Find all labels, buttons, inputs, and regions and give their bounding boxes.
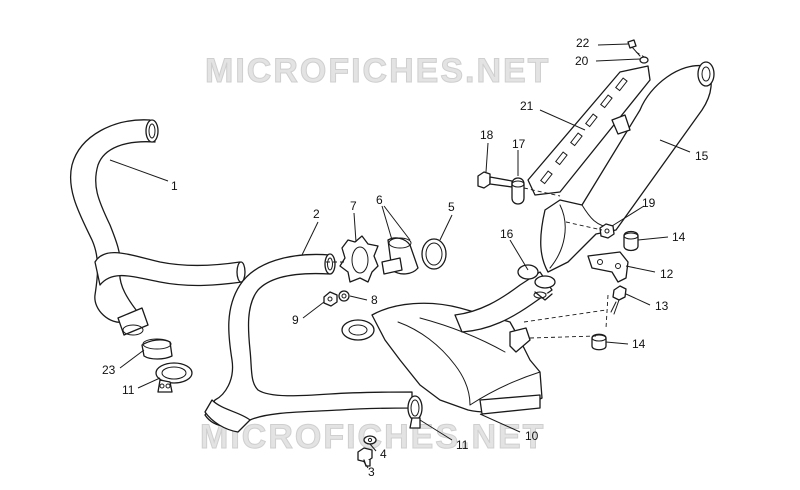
watermark-top: MICROFICHES.NET [205, 52, 550, 90]
part-10-collector-box [341, 302, 543, 415]
callout-5: 5 [448, 200, 455, 214]
callout-22: 22 [576, 36, 590, 50]
callout-19: 19 [642, 196, 656, 210]
callout-11-right: 11 [456, 438, 469, 452]
part-14-grommet-lower [591, 333, 607, 351]
part-6-sleeve [381, 237, 419, 275]
part-14-grommet-upper [623, 230, 639, 252]
part-5-o-ring [421, 238, 447, 270]
assembly-guide-lines [324, 51, 647, 339]
leader-lines [109, 43, 691, 469]
callout-20: 20 [575, 54, 589, 68]
part-9-nut [323, 291, 338, 307]
callout-2: 2 [313, 207, 320, 221]
callout-10: 10 [525, 429, 539, 443]
part-12-bracket [587, 251, 629, 283]
part-3-bolt [357, 447, 373, 467]
callout-13: 13 [655, 299, 669, 313]
part-11-clamp-right [407, 395, 423, 429]
callout-6: 6 [376, 193, 383, 207]
part-7-spring-washer [339, 235, 379, 283]
callout-1: 1 [171, 179, 178, 193]
callout-18: 18 [480, 128, 494, 142]
part-4-washer [363, 435, 377, 445]
part-2-rear-header-pipe [204, 253, 413, 433]
callout-9: 9 [292, 313, 299, 327]
callout-23: 23 [102, 363, 116, 377]
callout-15: 15 [695, 149, 709, 163]
part-15-silencer [540, 61, 715, 273]
callout-4: 4 [380, 447, 387, 461]
callout-21: 21 [520, 99, 534, 113]
part-20-washer [639, 56, 649, 64]
part-11-clamp-left [155, 362, 193, 393]
callout-11-left: 11 [122, 383, 135, 397]
callout-labels: 1 2 3 4 5 6 7 8 9 10 11 11 12 13 14 14 1… [102, 36, 709, 479]
callout-3: 3 [368, 465, 375, 479]
part-8-washer [338, 290, 350, 302]
callout-7: 7 [350, 199, 357, 213]
callout-16: 16 [500, 227, 514, 241]
callout-14-upper: 14 [672, 230, 686, 244]
callout-8: 8 [371, 293, 378, 307]
part-23-gasket-ring [141, 338, 173, 360]
part-22-screw [627, 39, 641, 57]
callout-17: 17 [512, 137, 526, 151]
part-1-front-header-pipe [69, 119, 246, 336]
collector-mount-tab [509, 327, 531, 353]
callout-12: 12 [660, 267, 674, 281]
part-18-bolt [477, 171, 513, 189]
part-16-link-pipe [454, 264, 556, 333]
part-13-stud [610, 285, 627, 315]
part-19-nut [599, 223, 615, 239]
callout-14-lower: 14 [632, 337, 646, 351]
part-17-rubber-bush [511, 177, 525, 205]
part-21-heat-shield [527, 65, 651, 196]
